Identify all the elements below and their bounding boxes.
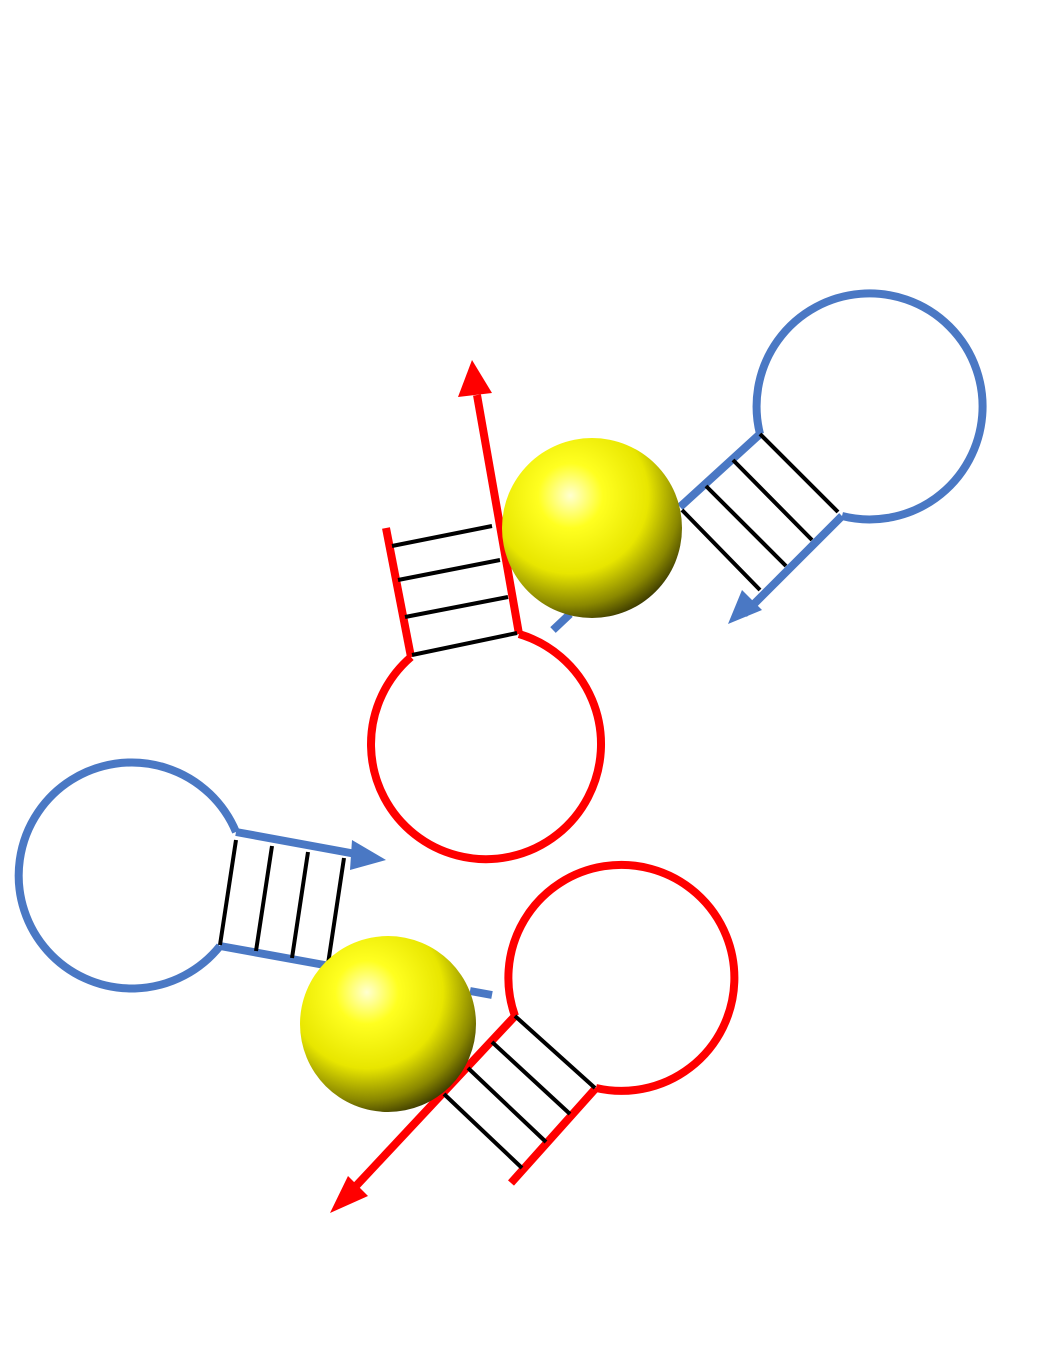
red-stem-strand-right — [473, 394, 523, 635]
red-stem-strand-top — [353, 1013, 518, 1189]
gold-nanoparticle-upper — [502, 438, 682, 618]
red-hairpin-center — [367, 360, 605, 864]
blue-stem-strand-bottom — [741, 513, 845, 617]
base-pair-rungs — [680, 432, 840, 592]
red-arrowhead — [458, 360, 492, 397]
blue-stem-strand-top — [235, 828, 357, 858]
red-stem-strand-left — [382, 527, 415, 658]
blue-hairpin-lower-left — [14, 758, 493, 999]
blue-stem-tail — [550, 611, 573, 633]
blue-arrowhead — [350, 840, 386, 870]
red-hairpin-lower-right — [330, 860, 739, 1213]
red-hairpin-loop — [367, 630, 605, 864]
blue-hairpin-upper-right — [550, 289, 987, 633]
red-hairpin-loop — [504, 860, 739, 1095]
gold-nanoparticle-lower — [300, 936, 476, 1112]
blue-hairpin-loop — [14, 758, 240, 993]
red-stem-strand-bottom — [508, 1085, 599, 1186]
base-pair-rungs — [218, 839, 346, 965]
blue-stem-strand-top — [677, 431, 763, 510]
red-arrowhead — [330, 1176, 368, 1213]
blue-stem-strand-bottom — [219, 942, 331, 970]
base-pair-rungs — [391, 524, 518, 657]
blue-stem-tail — [469, 987, 493, 999]
blue-arrowhead — [728, 590, 762, 624]
base-pair-rungs — [442, 1014, 597, 1170]
blue-hairpin-loop — [752, 289, 987, 524]
